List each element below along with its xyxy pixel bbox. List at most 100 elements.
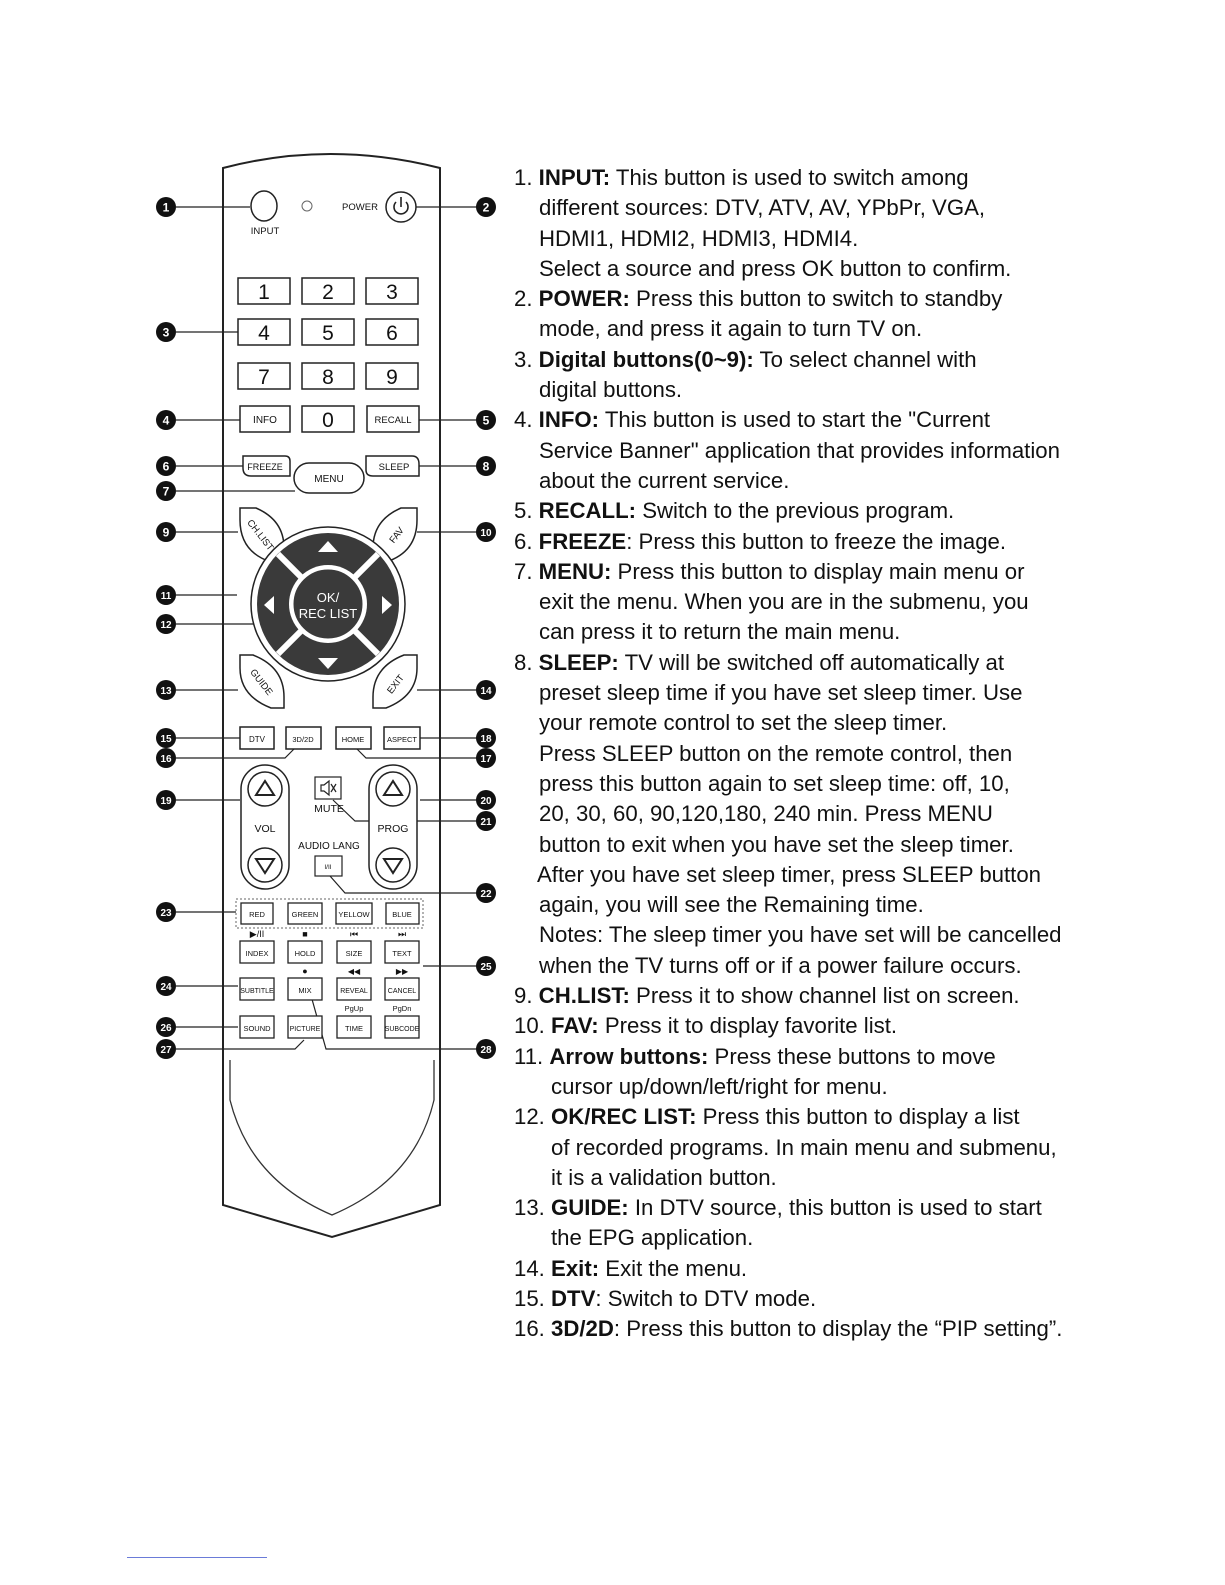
left-arrow-button[interactable] (264, 596, 274, 614)
callout-5: 5 (476, 410, 496, 430)
key-4[interactable] (237, 318, 291, 346)
key-9-label: 9 (386, 366, 398, 389)
blue-label: BLUE (392, 910, 412, 919)
audio-lang-button[interactable] (314, 855, 343, 877)
item-text: Press it to display favorite list. (598, 1013, 898, 1039)
time-button[interactable] (336, 1015, 372, 1039)
forward-icon: ▶▶ (396, 967, 409, 976)
description-item: 10. FAV: Press it to display favorite li… (514, 1011, 1204, 1041)
sound-button[interactable] (239, 1015, 275, 1039)
key-7[interactable] (237, 362, 291, 390)
audio-lang-button-label: I/II (324, 864, 331, 871)
size-button[interactable] (336, 940, 372, 964)
nav-dividers (275, 551, 381, 657)
ok-rec-list-button[interactable] (290, 566, 366, 642)
key-3[interactable] (365, 277, 419, 305)
item-text: This button is used to start the "Curren… (599, 407, 991, 433)
callout-26: 26 (156, 1017, 176, 1037)
red-button[interactable] (240, 902, 274, 925)
text-button[interactable] (384, 940, 420, 964)
guide-button[interactable] (239, 654, 285, 709)
item-number: 13. (514, 1195, 552, 1221)
description-item: 12. OK/REC LIST: Press this button to di… (514, 1102, 1204, 1132)
callout-20: 20 (476, 790, 496, 810)
pgup-label: PgUp (345, 1004, 364, 1013)
ok-label: OK/ (317, 590, 340, 605)
prog-up-button[interactable] (375, 771, 411, 807)
item-number: 16. (514, 1316, 552, 1342)
callout-4: 4 (156, 410, 176, 430)
reveal-button[interactable] (336, 977, 372, 1001)
mix-button[interactable] (287, 977, 323, 1001)
description-continuation: preset sleep time if you have set sleep … (539, 680, 1023, 706)
dtv-button[interactable] (239, 726, 275, 750)
down-arrow-button[interactable] (318, 658, 338, 669)
vol-label: VOL (254, 823, 275, 835)
home-button[interactable] (335, 726, 372, 750)
index-button[interactable] (239, 940, 275, 964)
sleep-button[interactable] (365, 455, 420, 477)
description-continuation: different sources: DTV, ATV, AV, YPbPr, … (539, 195, 986, 221)
mute-icon (320, 779, 337, 797)
freeze-label: FREEZE (247, 462, 283, 472)
svg-text:19: 19 (160, 796, 172, 807)
subtitle-label: SUBTITLE (240, 988, 274, 995)
hold-button[interactable] (287, 940, 323, 964)
rec-list-label: REC LIST (299, 606, 358, 621)
menu-button[interactable] (293, 462, 365, 494)
aspect-button[interactable] (383, 726, 421, 750)
description-continuation: Press SLEEP button on the remote control… (539, 740, 1013, 766)
indicator-led (301, 200, 313, 212)
picture-button[interactable] (287, 1015, 323, 1039)
cancel-button[interactable] (384, 977, 420, 1001)
key-2[interactable] (301, 277, 355, 305)
up-arrow-button[interactable] (318, 541, 338, 552)
play-pause-icon: ▶/II (250, 929, 264, 939)
hold-label: HOLD (295, 949, 316, 958)
svg-text:13: 13 (160, 686, 172, 697)
input-button[interactable] (250, 190, 278, 222)
yellow-button[interactable] (335, 902, 373, 925)
svg-text:6: 6 (163, 460, 170, 474)
key-9[interactable] (365, 362, 419, 390)
key-0[interactable] (301, 405, 355, 433)
prog-down-button[interactable] (375, 847, 411, 883)
key-8[interactable] (301, 362, 355, 390)
key-1-label: 1 (258, 281, 270, 304)
freeze-button[interactable] (242, 455, 291, 477)
size-label: SIZE (346, 949, 363, 958)
key-4-label: 4 (258, 322, 270, 345)
info-label: INFO (253, 415, 277, 426)
description-continuation: After you have set sleep timer, press SL… (537, 861, 1042, 887)
item-term: RECALL: (538, 498, 637, 524)
power-icon (393, 197, 409, 215)
svg-text:14: 14 (480, 686, 492, 697)
recall-button[interactable] (366, 405, 420, 433)
subcode-label: SUBCODE (385, 1026, 420, 1033)
3d2d-button[interactable] (285, 726, 322, 750)
description-item: 14. Exit: Exit the menu. (514, 1254, 1204, 1284)
key-1[interactable] (237, 277, 291, 305)
key-6[interactable] (365, 318, 419, 346)
blue-button[interactable] (385, 902, 420, 925)
key-5[interactable] (301, 318, 355, 346)
description-continuation: digital buttons. (539, 377, 683, 403)
mute-button[interactable] (314, 776, 342, 800)
description-continuation: it is a validation button. (551, 1164, 777, 1190)
leader-lines (176, 206, 478, 1050)
subcode-button[interactable] (384, 1015, 420, 1039)
vol-up-button[interactable] (247, 771, 283, 807)
item-text: Press it to show channel list on screen. (629, 983, 1020, 1009)
exit-button[interactable] (372, 654, 418, 709)
info-button[interactable] (239, 405, 291, 433)
green-button[interactable] (287, 902, 323, 925)
description-item: 16. 3D/2D: Press this button to display … (514, 1314, 1204, 1344)
item-number: 14. (514, 1255, 552, 1281)
description-item: 9. CH.LIST: Press it to show channel lis… (514, 981, 1204, 1011)
subtitle-button[interactable] (239, 977, 275, 1001)
vol-down-button[interactable] (247, 847, 283, 883)
svg-text:18: 18 (480, 734, 492, 745)
item-number: 2. (514, 286, 539, 312)
description-continuation: of recorded programs. In main menu and s… (551, 1134, 1057, 1160)
right-arrow-button[interactable] (382, 596, 392, 614)
